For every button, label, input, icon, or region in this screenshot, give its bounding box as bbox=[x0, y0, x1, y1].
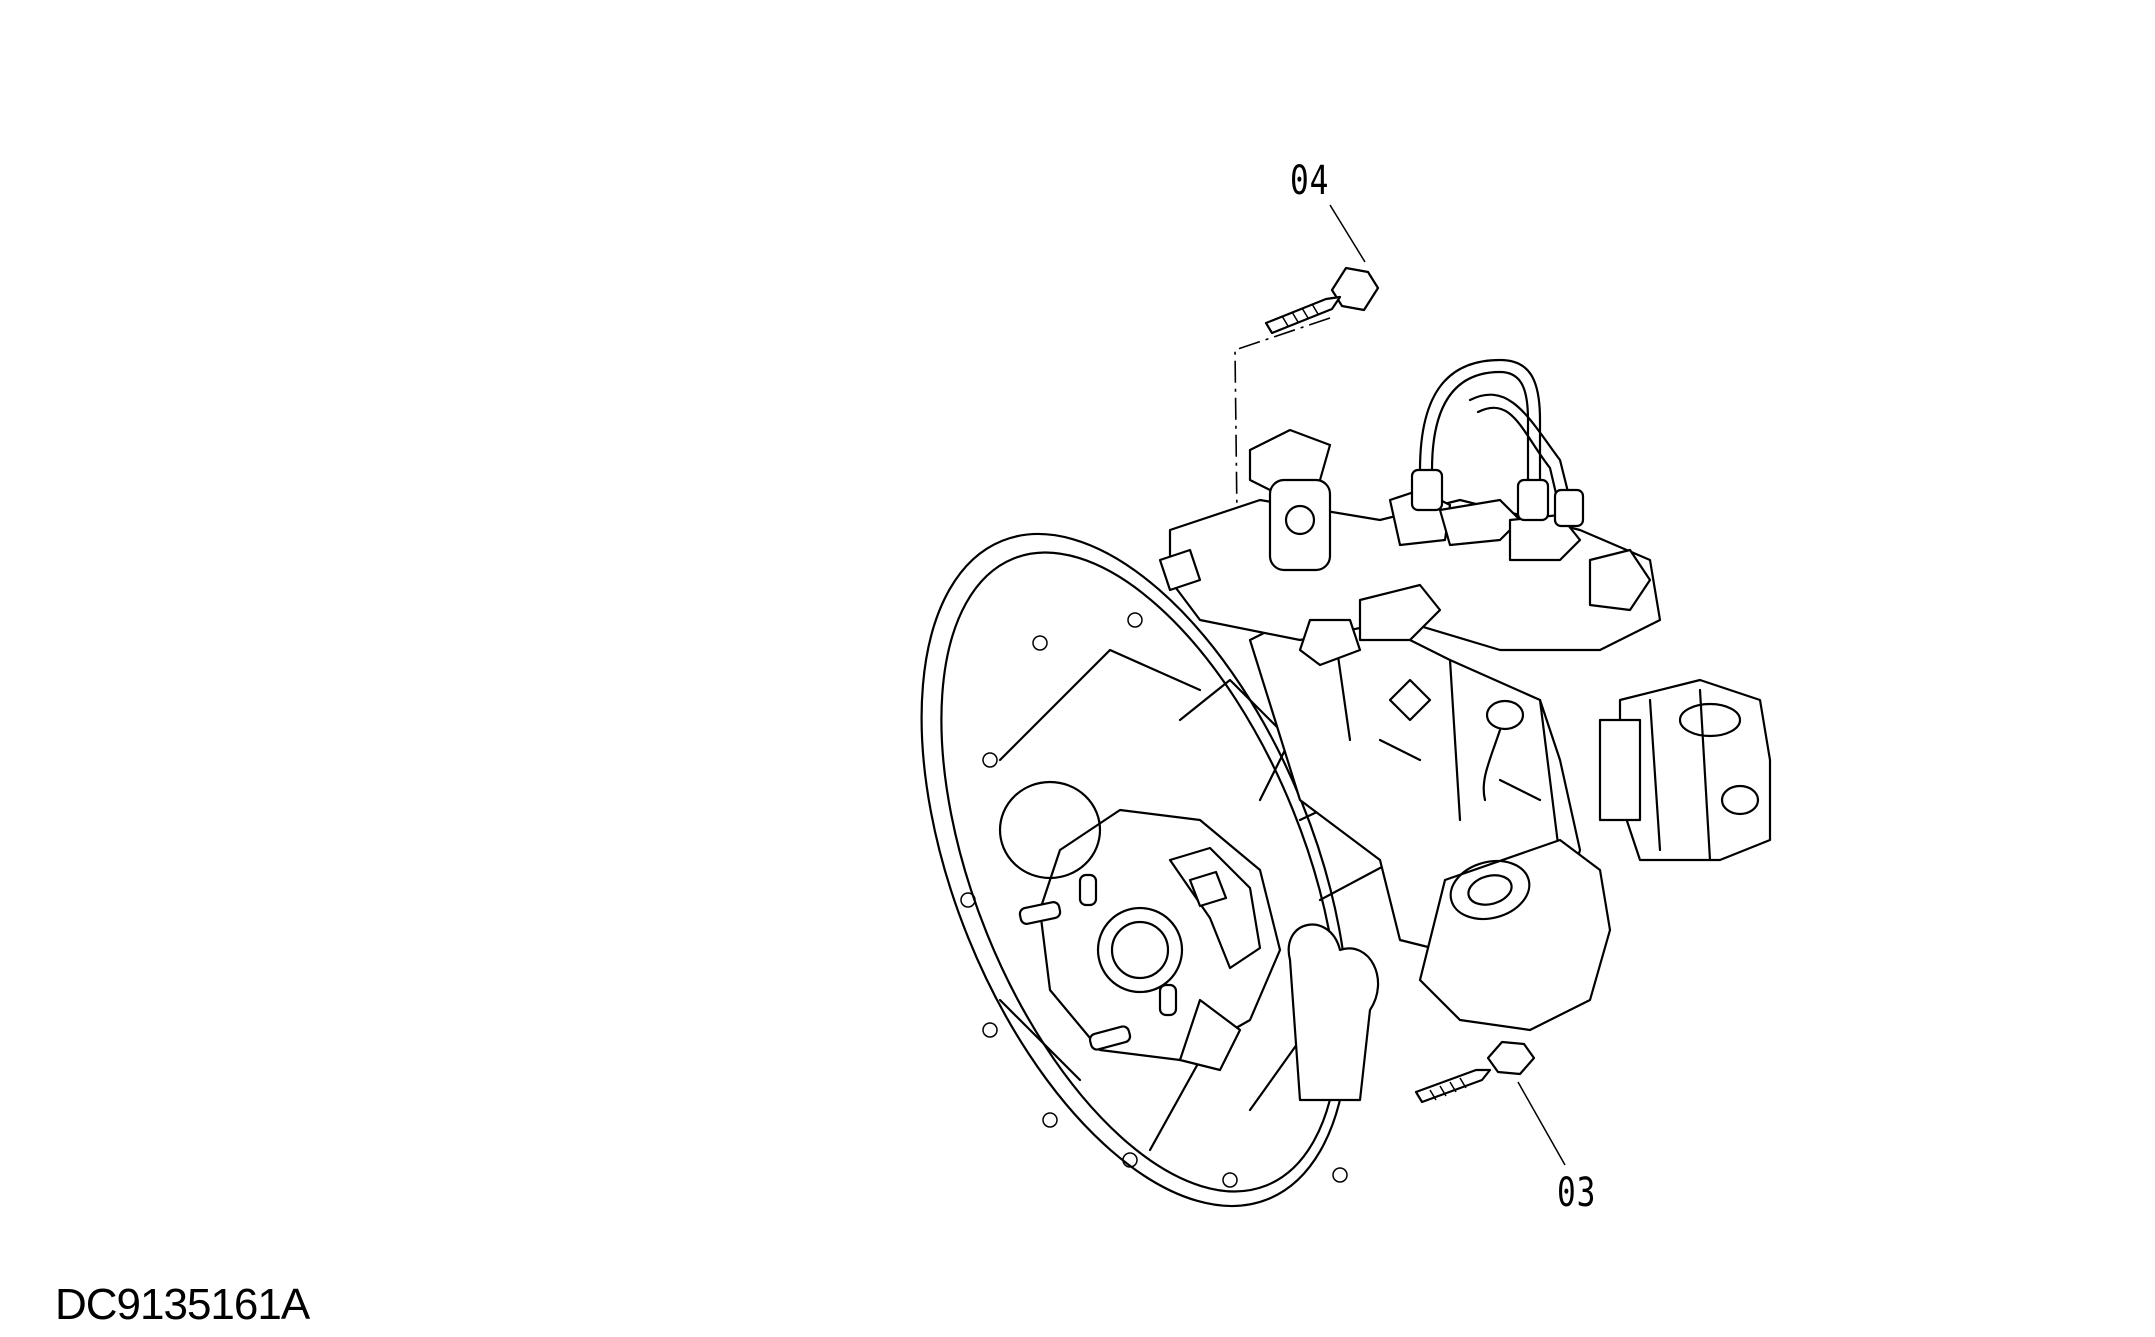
control-valves bbox=[1158, 358, 1662, 667]
callout-03: 03 bbox=[1557, 1170, 1597, 1216]
regulator bbox=[1418, 838, 1612, 1032]
bolt-03 bbox=[1414, 1040, 1566, 1166]
coupling bbox=[1018, 808, 1282, 1072]
bolt-04 bbox=[1264, 204, 1380, 335]
callout-04: 04 bbox=[1290, 158, 1330, 204]
gear-pump bbox=[1598, 678, 1772, 862]
drain-plug bbox=[1482, 699, 1525, 802]
drawing-reference-code: DC9135161A bbox=[55, 1280, 310, 1329]
